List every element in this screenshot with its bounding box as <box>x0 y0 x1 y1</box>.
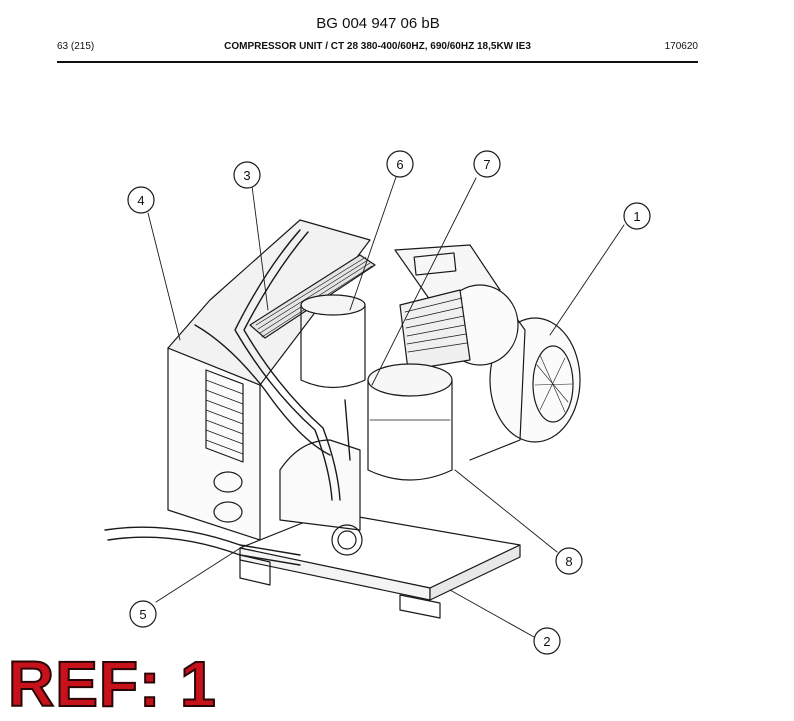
compressor-block <box>279 363 453 556</box>
header-row: 63 (215) COMPRESSOR UNIT / CT 28 380-400… <box>57 41 698 55</box>
callout-6: 6 <box>386 150 414 178</box>
callout-5: 5 <box>129 600 157 628</box>
callout-8: 8 <box>555 547 583 575</box>
svg-text:5: 5 <box>139 607 146 622</box>
callout-3: 3 <box>233 161 261 189</box>
hoses <box>104 229 351 566</box>
document-id: BG 004 947 06 bB <box>316 15 440 32</box>
callout-4: 4 <box>127 186 155 214</box>
oil-separator <box>300 294 366 389</box>
page-title: COMPRESSOR UNIT / CT 28 380-400/60HZ, 69… <box>224 41 531 52</box>
svg-text:7: 7 <box>483 157 490 172</box>
svg-text:2: 2 <box>543 634 550 649</box>
callout-2: 2 <box>533 627 561 655</box>
svg-text:8: 8 <box>565 554 572 569</box>
base-frame <box>239 511 521 619</box>
callout-1: 1 <box>623 202 651 230</box>
callout-7: 7 <box>473 150 501 178</box>
document-code: 170620 <box>664 41 698 52</box>
ref-stamp: REF: 1 <box>7 648 217 720</box>
svg-text:1: 1 <box>633 209 640 224</box>
air-filter <box>399 284 519 371</box>
page-number: 63 (215) <box>57 41 95 52</box>
svg-text:4: 4 <box>137 193 144 208</box>
leader-lines <box>147 176 625 638</box>
header-rule <box>57 61 698 63</box>
svg-text:3: 3 <box>243 168 250 183</box>
cooler-box <box>167 219 376 541</box>
svg-text:6: 6 <box>396 157 403 172</box>
